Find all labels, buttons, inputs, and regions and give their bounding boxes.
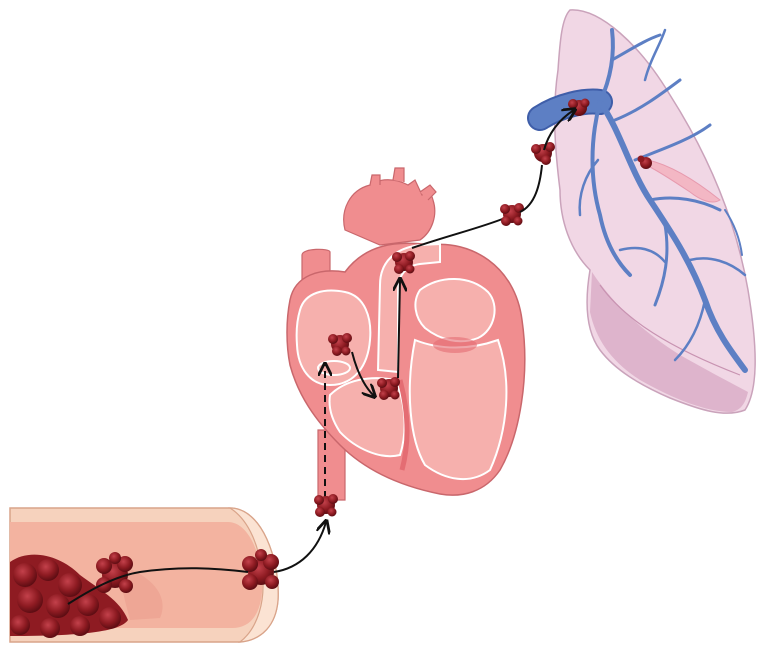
arrow-vein-to-heart [274,522,326,572]
right-ventricle-clot [377,377,400,400]
aorta-branch-2 [393,168,404,182]
pulmonary-trunk-clot [392,251,415,274]
aorta-branch-1 [370,175,380,185]
pulmonary-clot-lower [531,142,555,165]
arrow-to-pulmonary-artery [520,165,542,212]
transit-clot-heart [314,494,338,517]
transit-clot-lung [500,203,524,226]
vein [10,508,279,642]
aorta [344,180,435,245]
left-ventricle [410,340,507,479]
heart [287,168,525,500]
lung [531,10,755,413]
mitral-valve [433,337,477,353]
tricuspid-valve [318,361,350,375]
